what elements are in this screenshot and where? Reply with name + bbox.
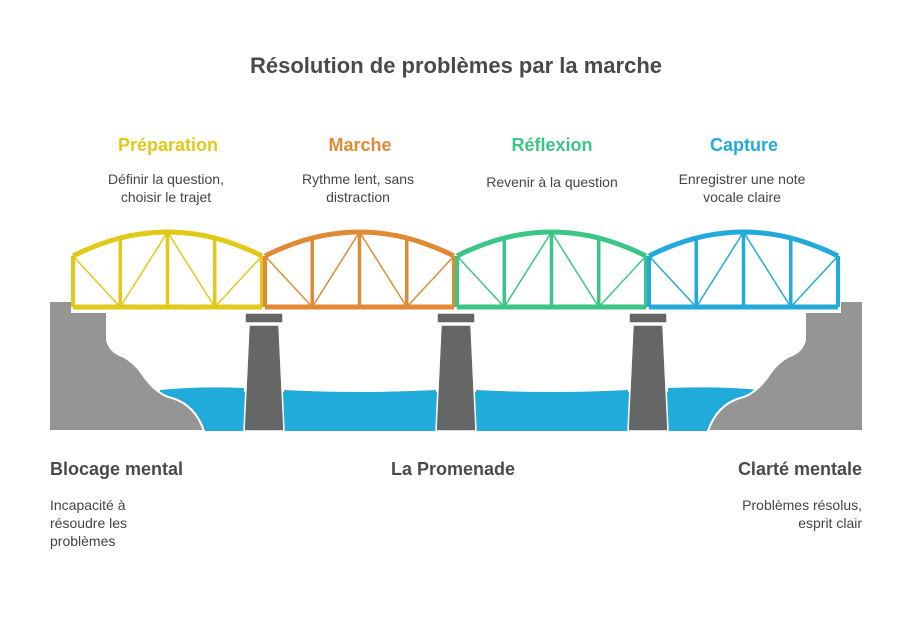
stage-desc-line: distraction bbox=[326, 189, 390, 205]
desc-line: Incapacité à bbox=[50, 497, 126, 513]
truss-diagonal bbox=[456, 255, 505, 308]
stage-desc-line: choisir le trajet bbox=[120, 189, 212, 205]
stage-title-capture: Capture bbox=[709, 135, 778, 155]
left-cliff bbox=[48, 300, 206, 432]
desc-line: problèmes bbox=[50, 533, 116, 549]
truss-diagonal bbox=[648, 255, 697, 308]
truss-diagonal bbox=[72, 255, 121, 308]
start-state-title: Blocage mental bbox=[50, 459, 184, 479]
end-state-desc: Problèmes résolus, esprit clair bbox=[742, 496, 862, 532]
truss-preparation bbox=[71, 229, 264, 310]
stage-desc-line: Revenir à la question bbox=[486, 174, 618, 190]
truss-capture bbox=[647, 229, 840, 310]
truss-diagonal bbox=[358, 231, 408, 308]
right-cliff bbox=[706, 300, 864, 432]
truss-diagonal bbox=[119, 231, 169, 308]
stage-desc-line: vocale claire bbox=[703, 189, 781, 205]
desc-line: résoudre les bbox=[50, 515, 128, 531]
truss-diagonal bbox=[742, 231, 792, 308]
pillar bbox=[627, 312, 669, 432]
stage-title-preparation: Préparation bbox=[117, 135, 219, 155]
stage-desc-line: Définir la question, bbox=[108, 171, 224, 187]
truss-diagonal bbox=[503, 231, 553, 308]
stage-desc-capture: Enregistrer une note vocale claire bbox=[642, 170, 842, 206]
pillar bbox=[435, 312, 477, 432]
page-title: Résolution de problèmes par la marche bbox=[249, 53, 662, 78]
start-state-desc: Incapacité à résoudre les problèmes bbox=[50, 496, 127, 550]
truss-diagonal bbox=[550, 231, 600, 308]
truss-diagonal bbox=[695, 231, 745, 308]
truss-diagonal bbox=[406, 255, 455, 308]
middle-title: La Promenade bbox=[391, 459, 516, 479]
desc-line: Problèmes résolus, bbox=[742, 497, 862, 513]
desc-line: esprit clair bbox=[798, 515, 862, 531]
pillar bbox=[243, 312, 285, 432]
truss-diagonal bbox=[790, 255, 839, 308]
truss-diagonal bbox=[598, 255, 647, 308]
end-state-title: Clarté mentale bbox=[737, 459, 862, 479]
truss-marche bbox=[263, 229, 456, 310]
stage-title-marche: Marche bbox=[328, 135, 392, 155]
stage-desc-preparation: Définir la question, choisir le trajet bbox=[66, 170, 266, 206]
stage-desc-reflexion: Revenir à la question bbox=[452, 173, 652, 191]
stage-desc-marche: Rythme lent, sans distraction bbox=[258, 170, 458, 206]
truss-diagonal bbox=[214, 255, 263, 308]
stage-title-reflexion: Réflexion bbox=[511, 135, 593, 155]
stage-desc-line: Rythme lent, sans bbox=[301, 171, 415, 187]
truss-diagonal bbox=[166, 231, 216, 308]
truss-diagonal bbox=[311, 231, 361, 308]
stage-desc-line: Enregistrer une note bbox=[678, 171, 806, 187]
truss-diagonal bbox=[264, 255, 313, 308]
truss-reflexion bbox=[455, 229, 648, 310]
